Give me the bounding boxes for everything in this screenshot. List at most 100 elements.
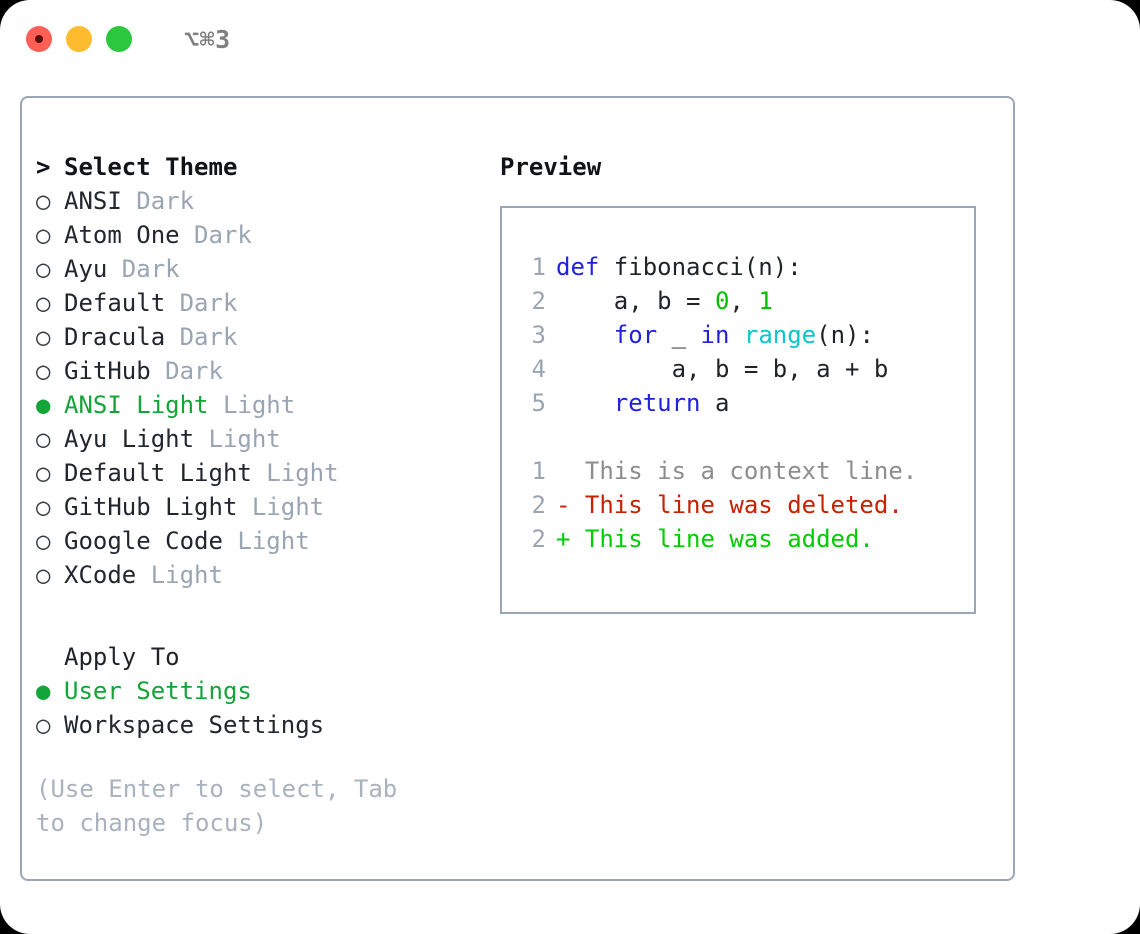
code-token: + This line was added. (556, 525, 874, 553)
radio-unselected-icon: ○ (36, 459, 51, 487)
theme-list-item[interactable]: ○Dracula Dark (36, 320, 486, 354)
code-token: def (556, 253, 600, 281)
radio-unselected-icon: ○ (36, 561, 51, 589)
code-token: - This line was deleted. (556, 491, 903, 519)
keyboard-hint-text: (Use Enter to select, Tab to change focu… (36, 775, 398, 837)
line-number: 1 (531, 457, 546, 485)
radio-unselected-icon: ○ (36, 425, 51, 453)
theme-name: Default Light (64, 459, 252, 487)
radio-unselected-icon: ○ (36, 527, 51, 555)
theme-name: Default (64, 289, 166, 317)
theme-variant-tag: Dark (179, 221, 252, 249)
code-line: 2 a, b = 0, 1 (518, 284, 974, 318)
theme-name: ANSI Light (64, 391, 209, 419)
preview-title: Preview (500, 153, 602, 181)
radio-selected-icon: ● (36, 677, 51, 705)
theme-variant-tag: Light (237, 493, 325, 521)
apply-to-list: ● User Settings ○ Workspace Settings (36, 674, 486, 742)
code-token: in (700, 321, 730, 349)
line-number: 4 (531, 355, 546, 383)
radio-unselected-icon: ○ (36, 323, 51, 351)
theme-variant-tag: Light (222, 527, 310, 555)
radio-unselected-icon: ○ (36, 711, 51, 739)
theme-name: GitHub Light (64, 493, 238, 521)
theme-list-item[interactable]: ○GitHub Dark (36, 354, 486, 388)
code-token (556, 389, 614, 417)
theme-list: ○ANSI Dark○Atom One Dark○Ayu Dark○Defaul… (36, 184, 486, 592)
theme-name: Atom One (64, 221, 180, 249)
code-token: , (729, 287, 759, 315)
line-number: 1 (531, 253, 546, 281)
maximize-button-icon[interactable] (106, 26, 132, 52)
radio-selected-icon: ● (36, 391, 51, 419)
section-spacer (36, 592, 486, 640)
theme-list-item[interactable]: ○ Default Light Light (36, 456, 486, 490)
code-token: for (613, 321, 658, 349)
code-token: a, b = b, a + b (556, 355, 889, 383)
theme-name: XCode (64, 561, 137, 589)
code-token: fibonacci(n): (599, 253, 802, 281)
theme-list-item[interactable]: ● ANSI Light Light (36, 388, 486, 422)
theme-list-item[interactable]: ○ Ayu Dark (36, 252, 486, 286)
apply-to-option[interactable]: ○ Workspace Settings (36, 708, 486, 742)
code-token: range (743, 321, 817, 349)
line-number: 5 (531, 389, 546, 417)
line-number: 2 (531, 491, 546, 519)
theme-name: Ayu (64, 255, 108, 283)
code-line: 3 for _ in range(n): (518, 318, 974, 352)
code-token (556, 321, 614, 349)
radio-unselected-icon: ○ (36, 289, 51, 317)
code-line: 4 a, b = b, a + b (518, 352, 974, 386)
window-titlebar: ⌥⌘3 (0, 0, 1140, 78)
minimize-button-icon[interactable] (66, 26, 92, 52)
theme-picker-panel: >Select Theme ○ANSI Dark○Atom One Dark○A… (36, 150, 486, 840)
theme-variant-tag: Dark (165, 289, 238, 317)
line-number: 2 (531, 525, 546, 553)
line-number: 3 (531, 321, 546, 349)
theme-picker-heading: >Select Theme (36, 150, 486, 184)
line-number: 2 (531, 287, 546, 315)
code-line: 1 def fibonacci(n): (518, 250, 974, 284)
apply-to-option[interactable]: ● User Settings (36, 674, 486, 708)
theme-list-item[interactable]: ○ Atom One Dark (36, 218, 486, 252)
theme-list-item[interactable]: ○ Google Code Light (36, 524, 486, 558)
theme-list-item[interactable]: ○ANSI Dark (36, 184, 486, 218)
theme-variant-tag: Dark (165, 323, 238, 351)
theme-variant-tag: Light (251, 459, 339, 487)
close-button-icon[interactable] (26, 26, 52, 52)
apply-to-option-label: User Settings (64, 677, 252, 705)
theme-list-item[interactable]: ○ Default Dark (36, 286, 486, 320)
theme-name: Google Code (64, 527, 223, 555)
code-token: a (700, 389, 730, 417)
theme-name: ANSI (64, 187, 122, 215)
code-token (556, 423, 570, 451)
theme-variant-tag: Dark (150, 357, 223, 385)
radio-unselected-icon: ○ (36, 493, 51, 521)
apply-to-heading: Apply To (64, 643, 180, 671)
theme-list-item[interactable]: ○ Ayu Light Light (36, 422, 486, 456)
theme-list-item[interactable]: ○ XCode Light (36, 558, 486, 592)
theme-variant-tag: Light (136, 561, 223, 589)
theme-variant-tag: Light (194, 425, 281, 453)
radio-unselected-icon: ○ (36, 221, 51, 249)
theme-picker-heading-label: Select Theme (64, 153, 238, 181)
theme-name: Ayu Light (64, 425, 195, 453)
theme-variant-tag: Light (208, 391, 296, 419)
code-token (729, 321, 743, 349)
theme-variant-tag: Dark (107, 255, 180, 283)
content-frame (20, 96, 1015, 881)
code-token: 1 (758, 287, 773, 315)
code-line (518, 420, 974, 454)
code-line: 2 + This line was added. (518, 522, 974, 556)
theme-list-item[interactable]: ○ GitHub Light Light (36, 490, 486, 524)
code-token: return (613, 389, 701, 417)
code-token: (n): (816, 321, 874, 349)
apply-to-option-label: Workspace Settings (64, 711, 325, 739)
theme-name: GitHub (64, 357, 151, 385)
code-line: 2 - This line was deleted. (518, 488, 974, 522)
radio-unselected-icon: ○ (36, 255, 51, 283)
